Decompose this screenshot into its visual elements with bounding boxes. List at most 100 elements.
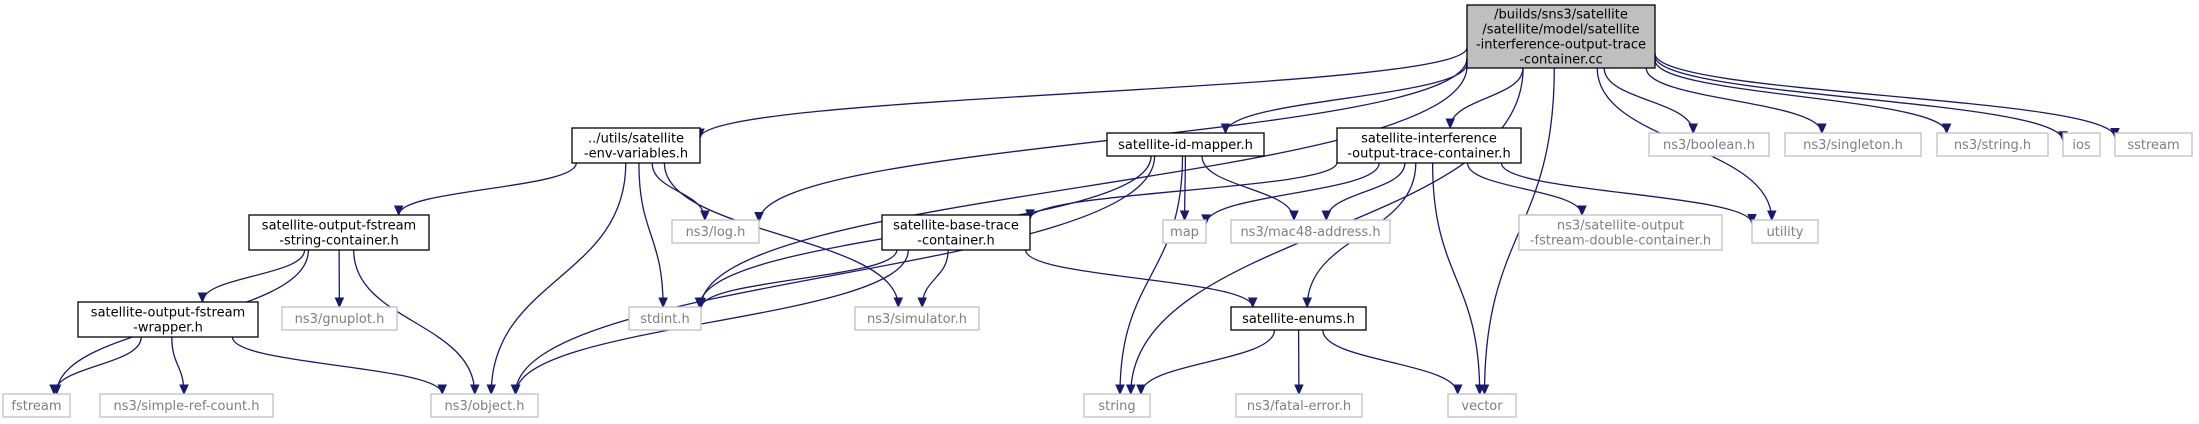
edge-line [1322,329,1459,395]
edge-arrowhead [1321,210,1332,222]
edge-line [1500,162,1753,224]
edge-enums-to-vector [1322,329,1463,396]
node-fstream[interactable]: fstream [2,393,71,418]
edge-ofsc-to-object [353,249,480,396]
edge-root-to-nsstring [1654,59,1952,135]
node-box [2114,132,2193,157]
edge-arrowhead [1941,123,1952,135]
node-label-line: fstream [11,399,61,414]
node-box [1936,132,2049,157]
edge-arrowhead [658,297,668,309]
node-ofw[interactable]: satellite-output-fstream-wrapper.h [77,301,259,338]
node-label-line: satellite-base-trace [893,219,1019,234]
node-stdint[interactable]: stdint.h [628,306,702,331]
edge-line [515,249,909,395]
node-ofsc[interactable]: satellite-output-fstream-string-containe… [248,214,430,251]
edge-ofsc-to-gnuplot [334,249,345,309]
node-enums[interactable]: satellite-enums.h [1230,306,1367,331]
edge-arrowhead [1179,210,1190,222]
edge-line [1654,59,1948,134]
edge-line [1025,249,1254,308]
edge-arrowhead [700,210,710,222]
node-sstream[interactable]: sstream [2114,132,2193,157]
node-box [1648,132,1770,157]
node-label-line: ns3/mac48-address.h [1240,225,1380,240]
node-label-line: -container.h [917,234,994,249]
node-vector[interactable]: vector [1447,393,1517,418]
edge-line [1029,162,1338,220]
node-box [99,393,274,418]
node-label-line: string [1098,399,1135,414]
node-ios[interactable]: ios [2062,132,2101,157]
node-btc[interactable]: satellite-base-trace-container.h [881,214,1031,251]
edge-arrowhead [334,297,345,309]
node-map[interactable]: map [1162,219,1207,244]
node-nsstring[interactable]: ns3/string.h [1936,132,2049,157]
node-box [1230,306,1367,331]
node-label-line: satellite-output-fstream [262,219,416,234]
node-string[interactable]: string [1083,393,1151,418]
edge-btc-to-simulator [917,249,949,309]
node-gnuplot[interactable]: ns3/gnuplot.h [281,306,398,331]
node-label-line: ns3/satellite-output [1557,219,1684,234]
edge-line [663,162,899,308]
edge-arrowhead [1445,118,1455,130]
node-label-line: ns3/singleton.h [1803,138,1903,153]
node-fatal[interactable]: ns3/fatal-error.h [1235,393,1363,418]
node-ofdc[interactable]: ns3/satellite-output-fstream-double-cont… [1518,214,1723,251]
edge-idmap-to-string [1115,155,1184,396]
edge-arrowhead [470,384,480,396]
edge-enums-to-string [1136,329,1276,396]
node-label-line: utility [1767,225,1804,240]
node-boolean[interactable]: ns3/boolean.h [1648,132,1770,157]
node-simpleref[interactable]: ns3/simple-ref-count.h [99,393,274,418]
node-box [77,301,259,338]
edge-root-to-singleton [1645,67,1827,135]
edge-arrowhead [1817,123,1827,135]
edge-line [638,162,664,308]
node-label-line: ../utils/satellite [588,132,684,147]
node-label-line: -env-variables.h [584,147,688,162]
node-singleton[interactable]: ns3/singleton.h [1784,132,1922,157]
node-simulator[interactable]: ns3/simulator.h [854,306,980,331]
node-box [1235,393,1363,418]
node-label-line: ios [2072,138,2091,153]
edge-arrowhead [437,384,447,396]
node-label-line: -output-trace-container.h [1347,147,1511,162]
edge-btc-to-enums [1025,249,1258,309]
node-label-line: satellite-enums.h [1242,312,1355,327]
edge-arrowhead [1136,384,1146,396]
node-env[interactable]: ../utils/satellite-env-variables.h [571,127,701,164]
node-label-line: ns3/gnuplot.h [295,312,385,327]
edge-env-to-ofsc [393,162,577,217]
node-label-line: ns3/fatal-error.h [1247,399,1351,414]
node-box [571,127,701,164]
edge-line [1449,67,1524,129]
node-utility[interactable]: utility [1751,219,1819,244]
node-iotc[interactable]: satellite-interference-output-trace-cont… [1336,127,1522,164]
edge-arrowhead [1247,297,1258,309]
node-box [1230,219,1391,244]
node-label-line: /satellite/model/satellite [1482,23,1639,38]
edge-btc-to-object [511,249,909,396]
edge-arrowhead [1577,205,1587,217]
edge-arrowhead [917,297,927,309]
node-box [2,393,71,418]
node-box [1083,393,1151,418]
edge-btc-to-stdint [696,249,898,310]
node-box [248,214,430,251]
node-label-line: -interference-output-trace [1476,38,1646,53]
node-mac48[interactable]: ns3/mac48-address.h [1230,219,1391,244]
node-label-line: satellite-interference [1361,132,1497,147]
node-label-line: -fstream-double-container.h [1530,234,1711,249]
node-idmap[interactable]: satellite-id-mapper.h [1106,132,1265,157]
node-box [1336,127,1522,164]
edge-line [1205,162,1380,225]
node-root[interactable]: /builds/sns3/satellite/satellite/model/s… [1466,4,1656,69]
edge-env-to-object [486,162,627,396]
node-log[interactable]: ns3/log.h [671,219,760,244]
node-object[interactable]: ns3/object.h [430,393,539,418]
edge-line [231,336,443,395]
edge-iotc-to-map [1201,162,1380,226]
edge-line [1201,155,1295,221]
